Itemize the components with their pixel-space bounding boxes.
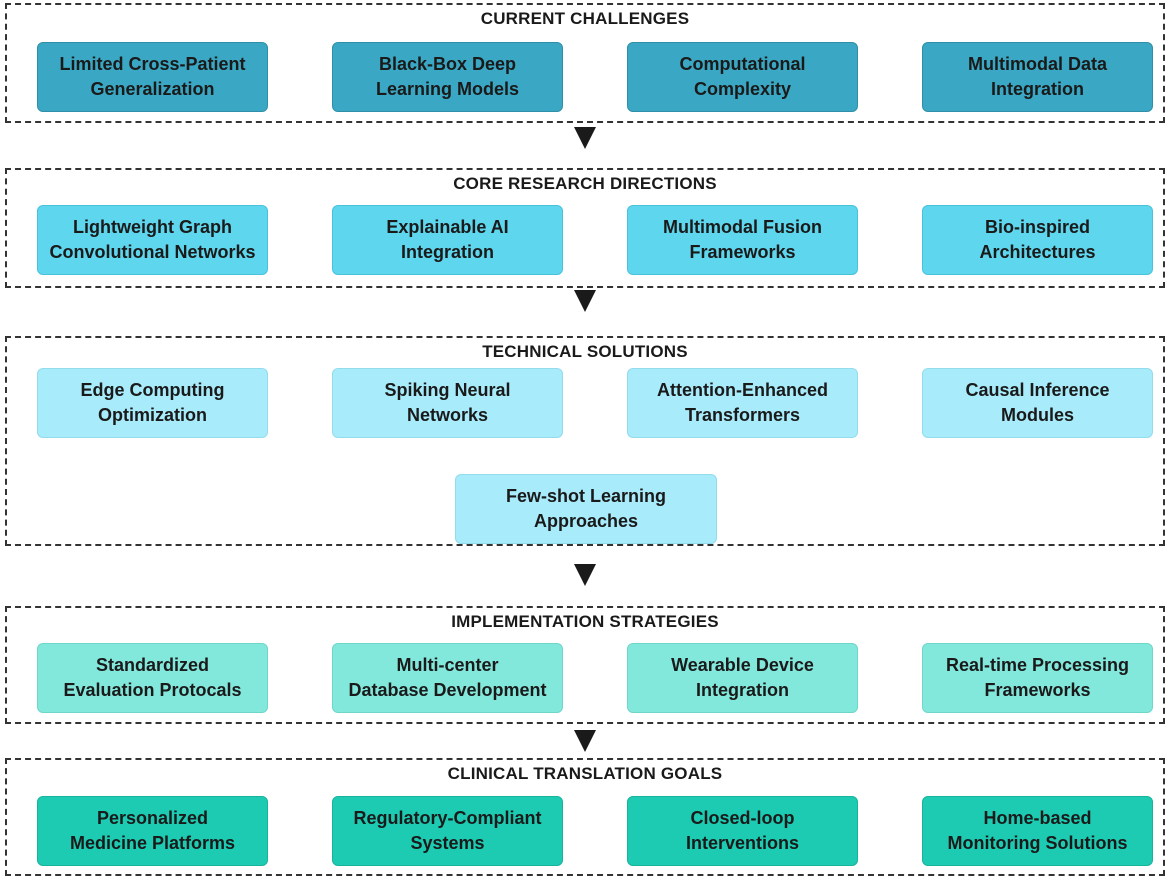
section-core-research-directions: CORE RESEARCH DIRECTIONS	[5, 168, 1165, 288]
box-causal-inference-modules: Causal Inference Modules	[922, 368, 1153, 438]
arrow-down-icon	[574, 290, 596, 312]
arrow-down-icon	[574, 564, 596, 586]
box-computational-complexity: Computational Complexity	[627, 42, 858, 112]
section-implementation-strategies: IMPLEMENTATION STRATEGIES	[5, 606, 1165, 724]
box-standardized-evaluation-protocals: Standardized Evaluation Protocals	[37, 643, 268, 713]
box-spiking-neural-networks: Spiking Neural Networks	[332, 368, 563, 438]
box-home-based-monitoring-solutions: Home-based Monitoring Solutions	[922, 796, 1153, 866]
section-clinical-translation-goals: CLINICAL TRANSLATION GOALS	[5, 758, 1165, 876]
section-title: CORE RESEARCH DIRECTIONS	[453, 174, 717, 193]
box-regulatory-compliant-systems: Regulatory-Compliant Systems	[332, 796, 563, 866]
section-title: CLINICAL TRANSLATION GOALS	[447, 764, 723, 783]
section-technical-solutions: TECHNICAL SOLUTIONS	[5, 336, 1165, 546]
box-lightweight-graph-convolutional-networks: Lightweight Graph Convolutional Networks	[37, 205, 268, 275]
arrow-down-icon	[574, 127, 596, 149]
box-few-shot-learning-approaches: Few-shot Learning Approaches	[455, 474, 717, 544]
section-title: IMPLEMENTATION STRATEGIES	[451, 612, 719, 631]
box-multi-center-database-development: Multi-center Database Development	[332, 643, 563, 713]
box-limited-cross-patient-generalization: Limited Cross-Patient Generalization	[37, 42, 268, 112]
box-multimodal-data-integration: Multimodal Data Integration	[922, 42, 1153, 112]
box-personalized-medicine-platforms: Personalized Medicine Platforms	[37, 796, 268, 866]
box-wearable-device-integration: Wearable Device Integration	[627, 643, 858, 713]
box-multimodal-fusion-frameworks: Multimodal Fusion Frameworks	[627, 205, 858, 275]
box-bio-inspired-architectures: Bio-inspired Architectures	[922, 205, 1153, 275]
box-edge-computing-optimization: Edge Computing Optimization	[37, 368, 268, 438]
section-current-challenges: CURRENT CHALLENGES	[5, 3, 1165, 123]
arrow-down-icon	[574, 730, 596, 752]
section-title: TECHNICAL SOLUTIONS	[482, 342, 688, 361]
section-title: CURRENT CHALLENGES	[480, 9, 690, 28]
box-closed-loop-interventions: Closed-loop Interventions	[627, 796, 858, 866]
box-attention-enhanced-transformers: Attention-Enhanced Transformers	[627, 368, 858, 438]
box-real-time-processing-frameworks: Real-time Processing Frameworks	[922, 643, 1153, 713]
box-black-box-deep-learning-models: Black-Box Deep Learning Models	[332, 42, 563, 112]
box-explainable-ai-integration: Explainable AI Integration	[332, 205, 563, 275]
